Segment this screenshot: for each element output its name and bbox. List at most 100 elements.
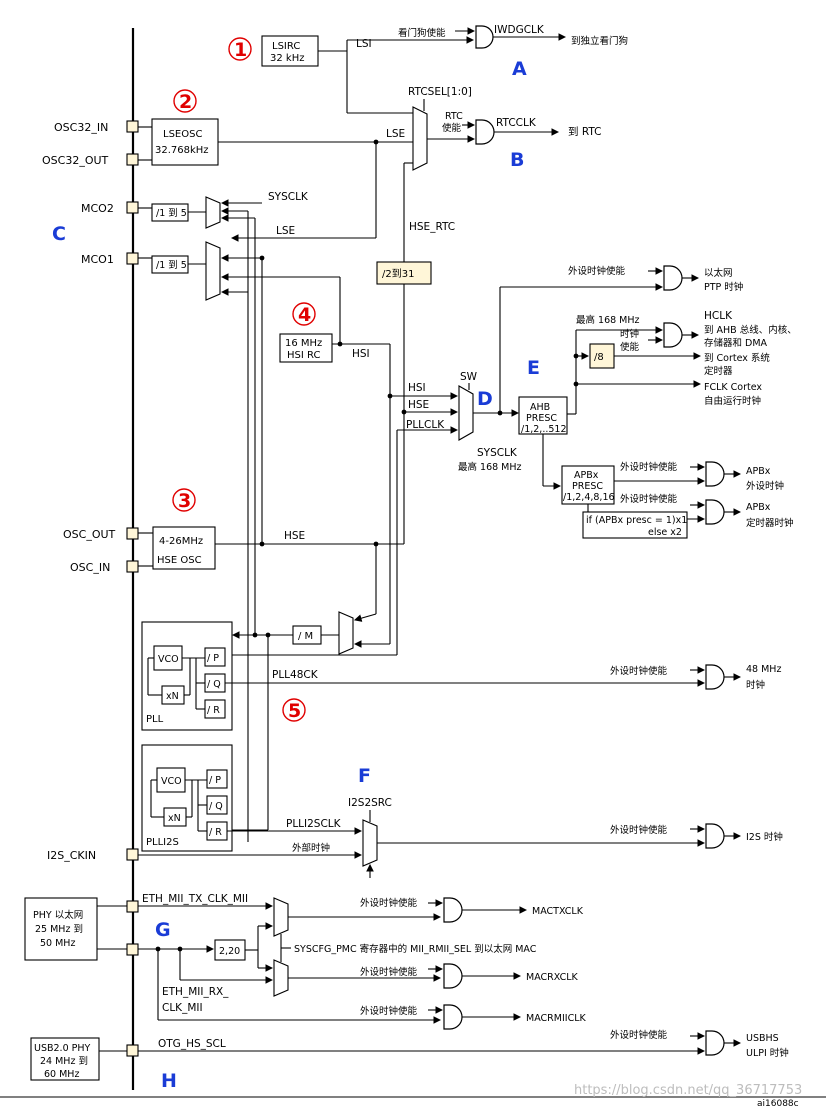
marker-circle-3 bbox=[172, 488, 196, 512]
marker-3: 3 bbox=[178, 490, 191, 512]
pin-osc-in: OSC_IN bbox=[70, 560, 139, 574]
ptp-enable: 外设时钟使能 bbox=[568, 265, 626, 277]
mux-in-hsi: HSI bbox=[408, 382, 426, 394]
svg-text:/ P: / P bbox=[207, 653, 219, 664]
apb-periph-gate bbox=[705, 461, 725, 487]
hsirc-block: 16 MHz HSI RC bbox=[279, 333, 333, 363]
svg-text:VCO: VCO bbox=[158, 654, 179, 665]
svg-text:60 MHz: 60 MHz bbox=[44, 1069, 79, 1080]
mactxclk-label: MACTXCLK bbox=[532, 906, 584, 917]
rtc-and-gate bbox=[475, 119, 495, 145]
svg-text:/1 到 5: /1 到 5 bbox=[156, 207, 187, 219]
svg-text:/1,2,4,8,16: /1,2,4,8,16 bbox=[563, 492, 615, 503]
macrx-gate bbox=[443, 963, 463, 989]
svg-text:32.768kHz: 32.768kHz bbox=[155, 145, 209, 156]
lsirc-block: LSIRC 32 kHz bbox=[261, 35, 319, 67]
cortex-dest-1: 到 Cortex 系统 bbox=[704, 352, 770, 364]
iwdg-enable-label: 看门狗使能 bbox=[398, 27, 446, 39]
svg-text:VCO: VCO bbox=[161, 776, 182, 787]
usb-dest-2: ULPI 时钟 bbox=[746, 1047, 789, 1059]
svg-text:/ Q: / Q bbox=[207, 679, 221, 690]
svg-text:USB2.0 PHY: USB2.0 PHY bbox=[34, 1043, 91, 1054]
usb-enable: 外设时钟使能 bbox=[610, 1029, 668, 1041]
sysclk-max: 最高 168 MHz bbox=[458, 461, 522, 473]
apb-out-1b: 外设时钟 bbox=[746, 480, 784, 492]
marker-5: 5 bbox=[288, 700, 301, 722]
marker-1: 1 bbox=[234, 39, 247, 61]
ext-clock-label: 外部时钟 bbox=[292, 842, 330, 854]
pll48-out-2: 时钟 bbox=[746, 679, 765, 691]
svg-text:else x2: else x2 bbox=[648, 527, 682, 538]
svg-text:/1,2,..512: /1,2,..512 bbox=[521, 424, 567, 435]
apb-prescaler: APBx PRESC /1,2,4,8,16 bbox=[561, 465, 615, 505]
fclk-2: 自由运行时钟 bbox=[704, 395, 761, 407]
plli2sclk-label: PLLI2SCLK bbox=[286, 818, 342, 830]
pin-label: MCO2 bbox=[81, 202, 114, 215]
mco-lse-label: LSE bbox=[276, 225, 295, 237]
sysclk-label: SYSCLK bbox=[477, 447, 518, 459]
svg-text:16 MHz: 16 MHz bbox=[285, 338, 322, 349]
hclk-dest-1: 到 AHB 总线、内核、 bbox=[704, 324, 797, 336]
otg-hs-label: OTG_HS_SCL bbox=[158, 1038, 226, 1050]
macrx-enable: 外设时钟使能 bbox=[360, 966, 418, 978]
ahb-en-2: 使能 bbox=[620, 341, 640, 353]
sysclk-mux bbox=[458, 385, 474, 441]
pin-usb-ulpi bbox=[126, 1044, 139, 1057]
apb-out-2b: 定时器时钟 bbox=[746, 517, 794, 529]
svg-text:PLL: PLL bbox=[146, 714, 164, 725]
i2s-dest: I2S 时钟 bbox=[746, 831, 783, 843]
svg-text:/ Q: / Q bbox=[209, 801, 223, 812]
svg-text:PLLI2S: PLLI2S bbox=[146, 837, 179, 848]
mux-in-hse: HSE bbox=[408, 399, 429, 411]
lseosc-block: LSEOSC 32.768kHz bbox=[151, 118, 219, 166]
rtc-mux bbox=[412, 106, 428, 171]
macrmii-gate bbox=[443, 1004, 463, 1030]
usb-gate bbox=[705, 1030, 725, 1056]
ptp-dest-2: PTP 时钟 bbox=[704, 281, 743, 293]
hsi-label: HSI bbox=[352, 348, 370, 360]
mux-in-pllclk: PLLCLK bbox=[406, 419, 445, 431]
ptp-dest-1: 以太网 bbox=[704, 267, 733, 279]
marker-4: 4 bbox=[298, 304, 311, 326]
i2s-gate bbox=[705, 823, 725, 849]
marker-E: E bbox=[527, 357, 540, 379]
mco-sysclk-label: SYSCLK bbox=[268, 191, 309, 203]
svg-text:/2到31: /2到31 bbox=[382, 268, 414, 280]
cortex-div8: /8 bbox=[589, 343, 615, 369]
fclk-1: FCLK Cortex bbox=[704, 382, 762, 393]
svg-text:24 MHz 到: 24 MHz 到 bbox=[40, 1055, 88, 1067]
usb-phy-block: USB2.0 PHY 24 MHz 到 60 MHz bbox=[30, 1037, 100, 1081]
apb-timer-mult: if (APBx presc = 1)x1 else x2 bbox=[582, 511, 688, 539]
eth-rx-mux bbox=[273, 959, 289, 997]
pin-i2s-ckin: I2S_CKIN bbox=[47, 848, 139, 862]
svg-text:LSEOSC: LSEOSC bbox=[163, 129, 202, 140]
svg-text:APBx: APBx bbox=[574, 470, 599, 481]
iwdg-dest: 到独立看门狗 bbox=[571, 35, 628, 47]
pin-osc32-in: OSC32_IN bbox=[54, 120, 139, 134]
lse-label: LSE bbox=[386, 128, 405, 140]
marker-C: C bbox=[52, 223, 66, 245]
apb-timer-gate bbox=[705, 499, 725, 525]
apb-enable-2: 外设时钟使能 bbox=[620, 493, 678, 505]
marker-A: A bbox=[512, 58, 527, 80]
i2s-enable: 外设时钟使能 bbox=[610, 824, 668, 836]
eth-rx-label-2: CLK_MII bbox=[162, 1002, 203, 1014]
syscfg-label: SYSCFG_PMC 寄存器中的 MII_RMII_SEL 到以太网 MAC bbox=[294, 943, 537, 955]
ahb-max: 最高 168 MHz bbox=[576, 314, 640, 326]
pin-label: OSC_IN bbox=[70, 561, 110, 574]
svg-text:AHB: AHB bbox=[530, 402, 550, 413]
eth-phy-block: PHY 以太网 25 MHz 到 50 MHz bbox=[24, 897, 98, 961]
mco2-prescaler: /1 到 5 bbox=[151, 203, 189, 222]
ahb-prescaler: AHB PRESC /1,2,..512 bbox=[518, 396, 568, 435]
marker-G: G bbox=[155, 919, 171, 941]
hse-rtc-label: HSE_RTC bbox=[409, 221, 455, 233]
apb-out-1a: APBx bbox=[746, 466, 771, 477]
marker-2: 2 bbox=[179, 91, 192, 113]
svg-text:xN: xN bbox=[168, 813, 181, 824]
svg-text:xN: xN bbox=[166, 691, 179, 702]
rtcclk-label: RTCCLK bbox=[496, 117, 537, 129]
svg-text:PRESC: PRESC bbox=[526, 413, 557, 424]
rtcsel-label: RTCSEL[1:0] bbox=[408, 86, 472, 98]
pll48ck-label: PLL48CK bbox=[272, 669, 319, 681]
watermark: https://blog.csdn.net/qq_36717753 bbox=[574, 1083, 802, 1098]
